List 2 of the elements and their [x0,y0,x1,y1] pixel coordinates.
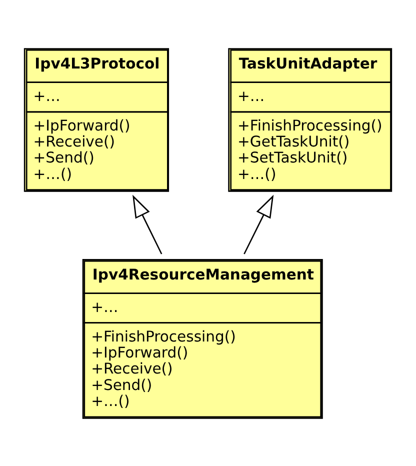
arrow [132,194,162,254]
arrow [244,194,274,254]
